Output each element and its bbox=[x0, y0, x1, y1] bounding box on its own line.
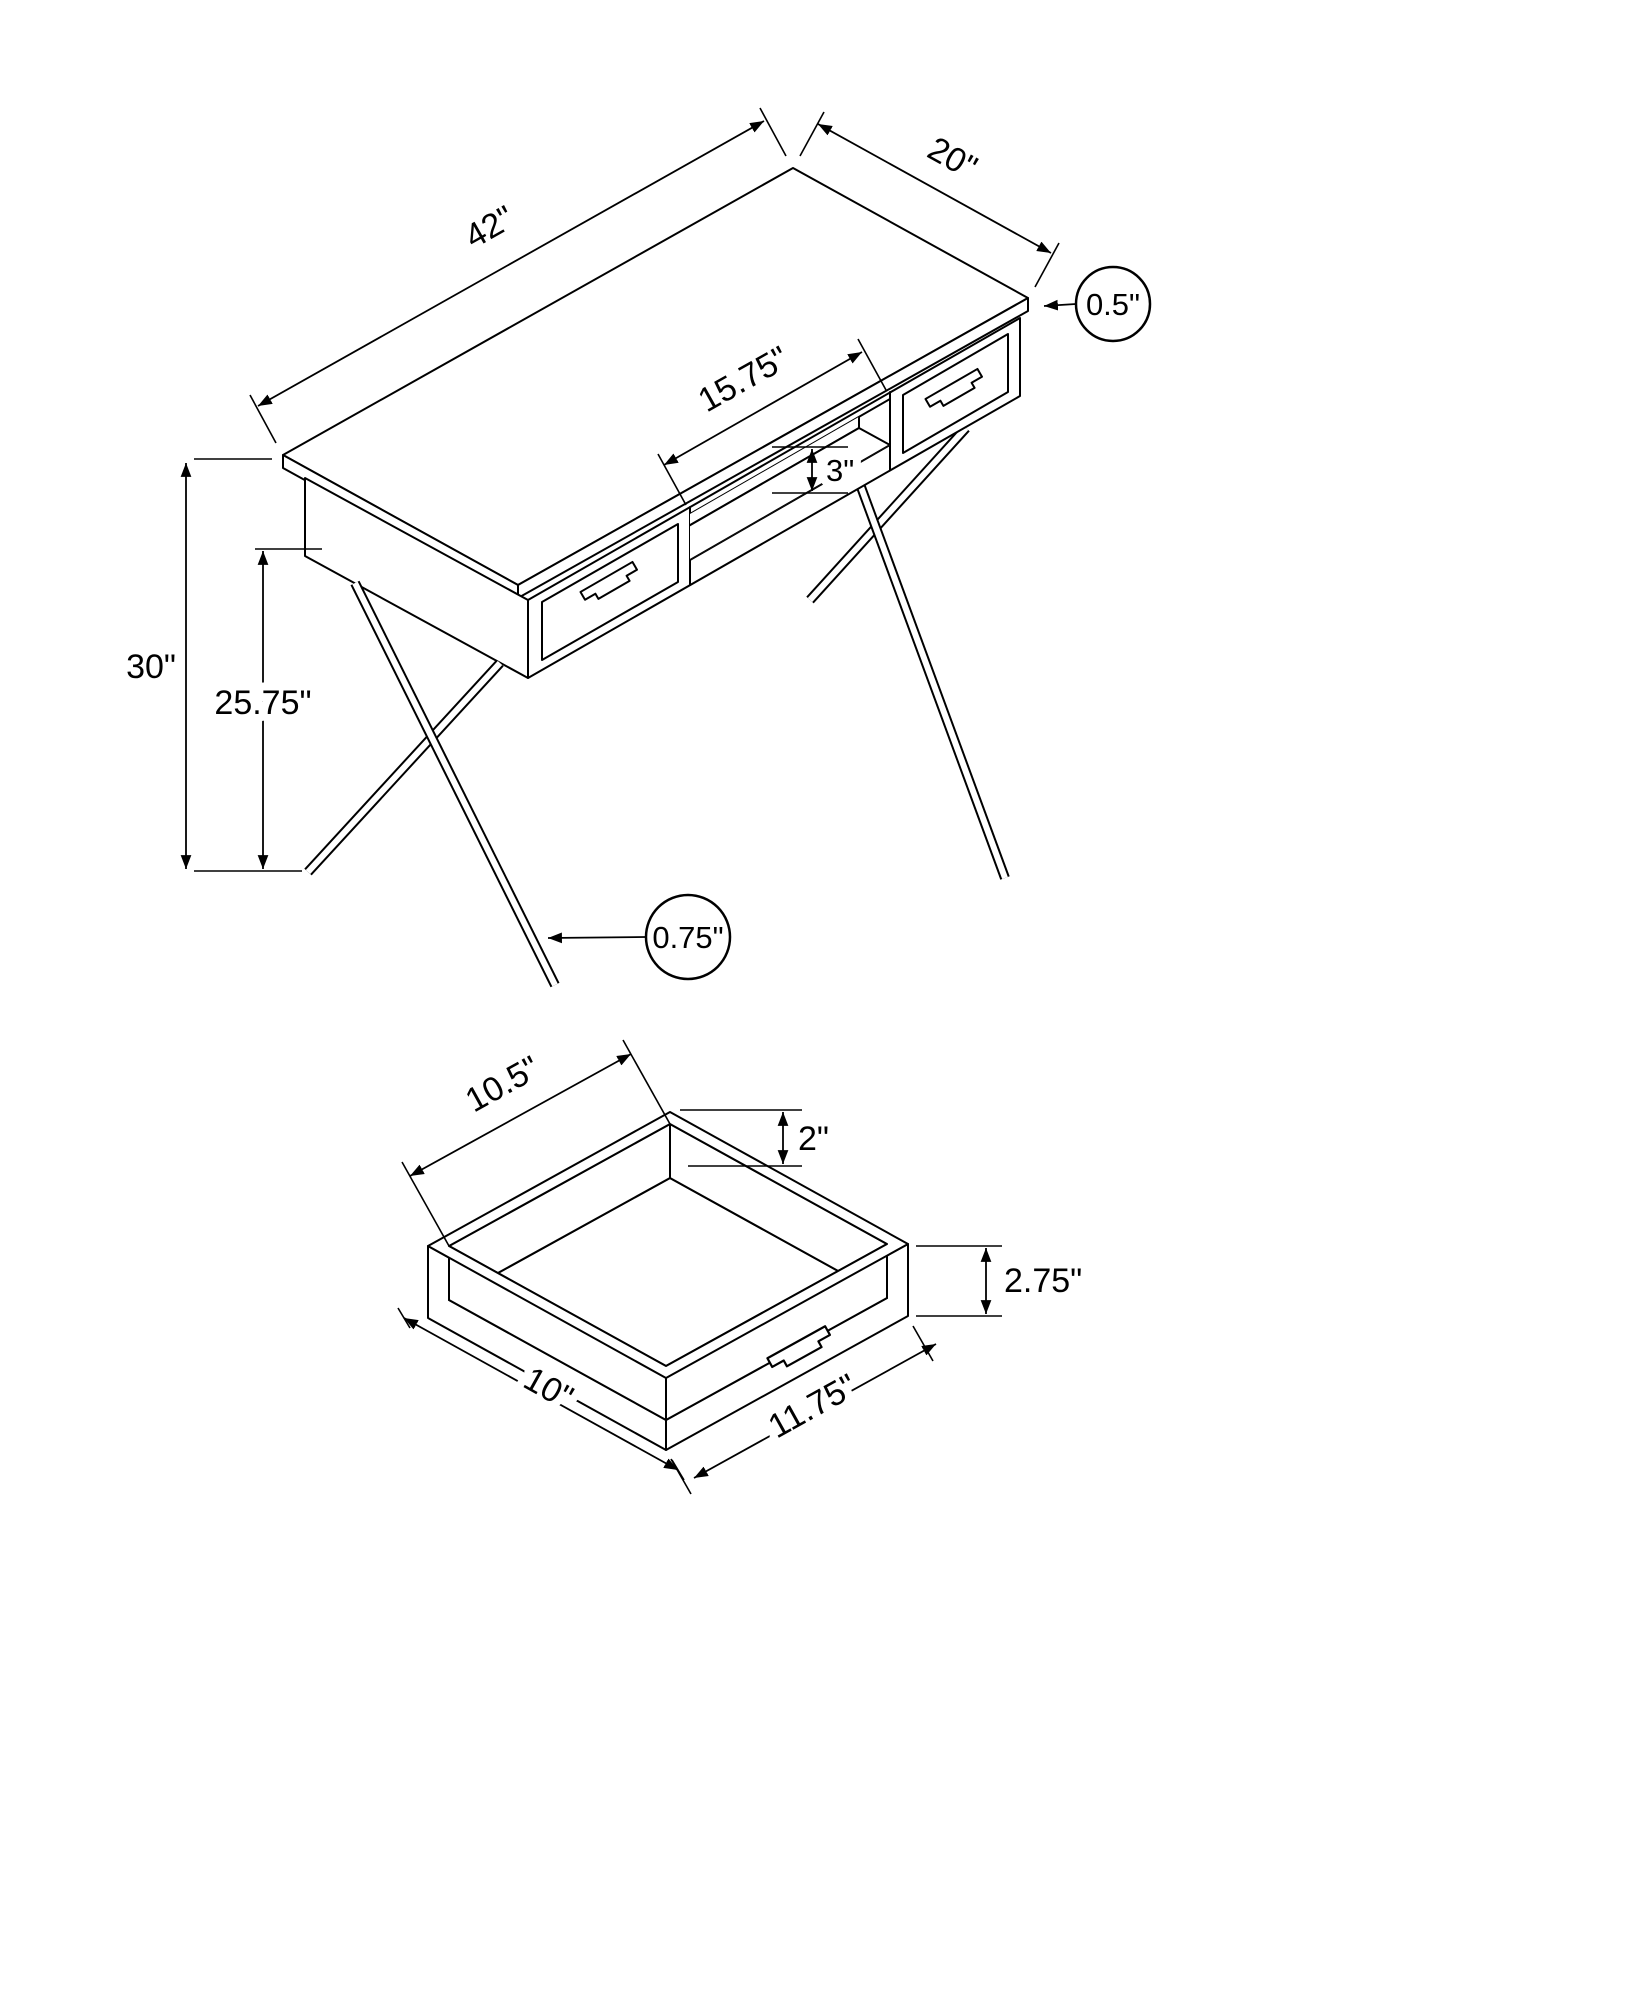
drawer-handle-left bbox=[579, 560, 638, 601]
leg-diameter-callout: 0.75" bbox=[547, 893, 732, 981]
desk-drawing: 42" 20" 0.5" 15.75" 3" bbox=[126, 107, 1152, 988]
dim-length-label: 42" bbox=[459, 199, 521, 257]
dimension-leg-height: 25.75" bbox=[206, 548, 322, 869]
dim-cubby-height-label: 3" bbox=[826, 453, 854, 488]
x-leg-left bbox=[304, 580, 560, 988]
dim-drawer-inner-height-label: 2" bbox=[798, 1120, 829, 1158]
dim-drawer-inner-width-label: 10.5" bbox=[459, 1049, 546, 1120]
dim-leg-diameter-label: 0.75" bbox=[652, 920, 723, 955]
dim-top-thickness-label: 0.5" bbox=[1086, 287, 1140, 322]
desk-drawer-front-left bbox=[541, 523, 679, 661]
x-leg-right bbox=[806, 424, 1010, 880]
top-thickness-callout: 0.5" bbox=[1043, 265, 1152, 343]
dim-overall-height-label: 30" bbox=[126, 648, 176, 686]
desk-drawer-front-right bbox=[902, 333, 1009, 454]
drawer-handle-right bbox=[924, 367, 983, 408]
dim-drawer-front-height-label: 2.75" bbox=[1004, 1262, 1082, 1300]
dimension-overall-height: 30" bbox=[126, 458, 302, 872]
dimension-drawer-front-height: 2.75" bbox=[916, 1245, 1090, 1317]
dim-leg-height-label: 25.75" bbox=[214, 684, 311, 722]
dim-depth-label: 20" bbox=[921, 130, 983, 187]
drawer-drawing: 10.5" 2" 2.75" 10" 11.75" bbox=[397, 1039, 1090, 1495]
